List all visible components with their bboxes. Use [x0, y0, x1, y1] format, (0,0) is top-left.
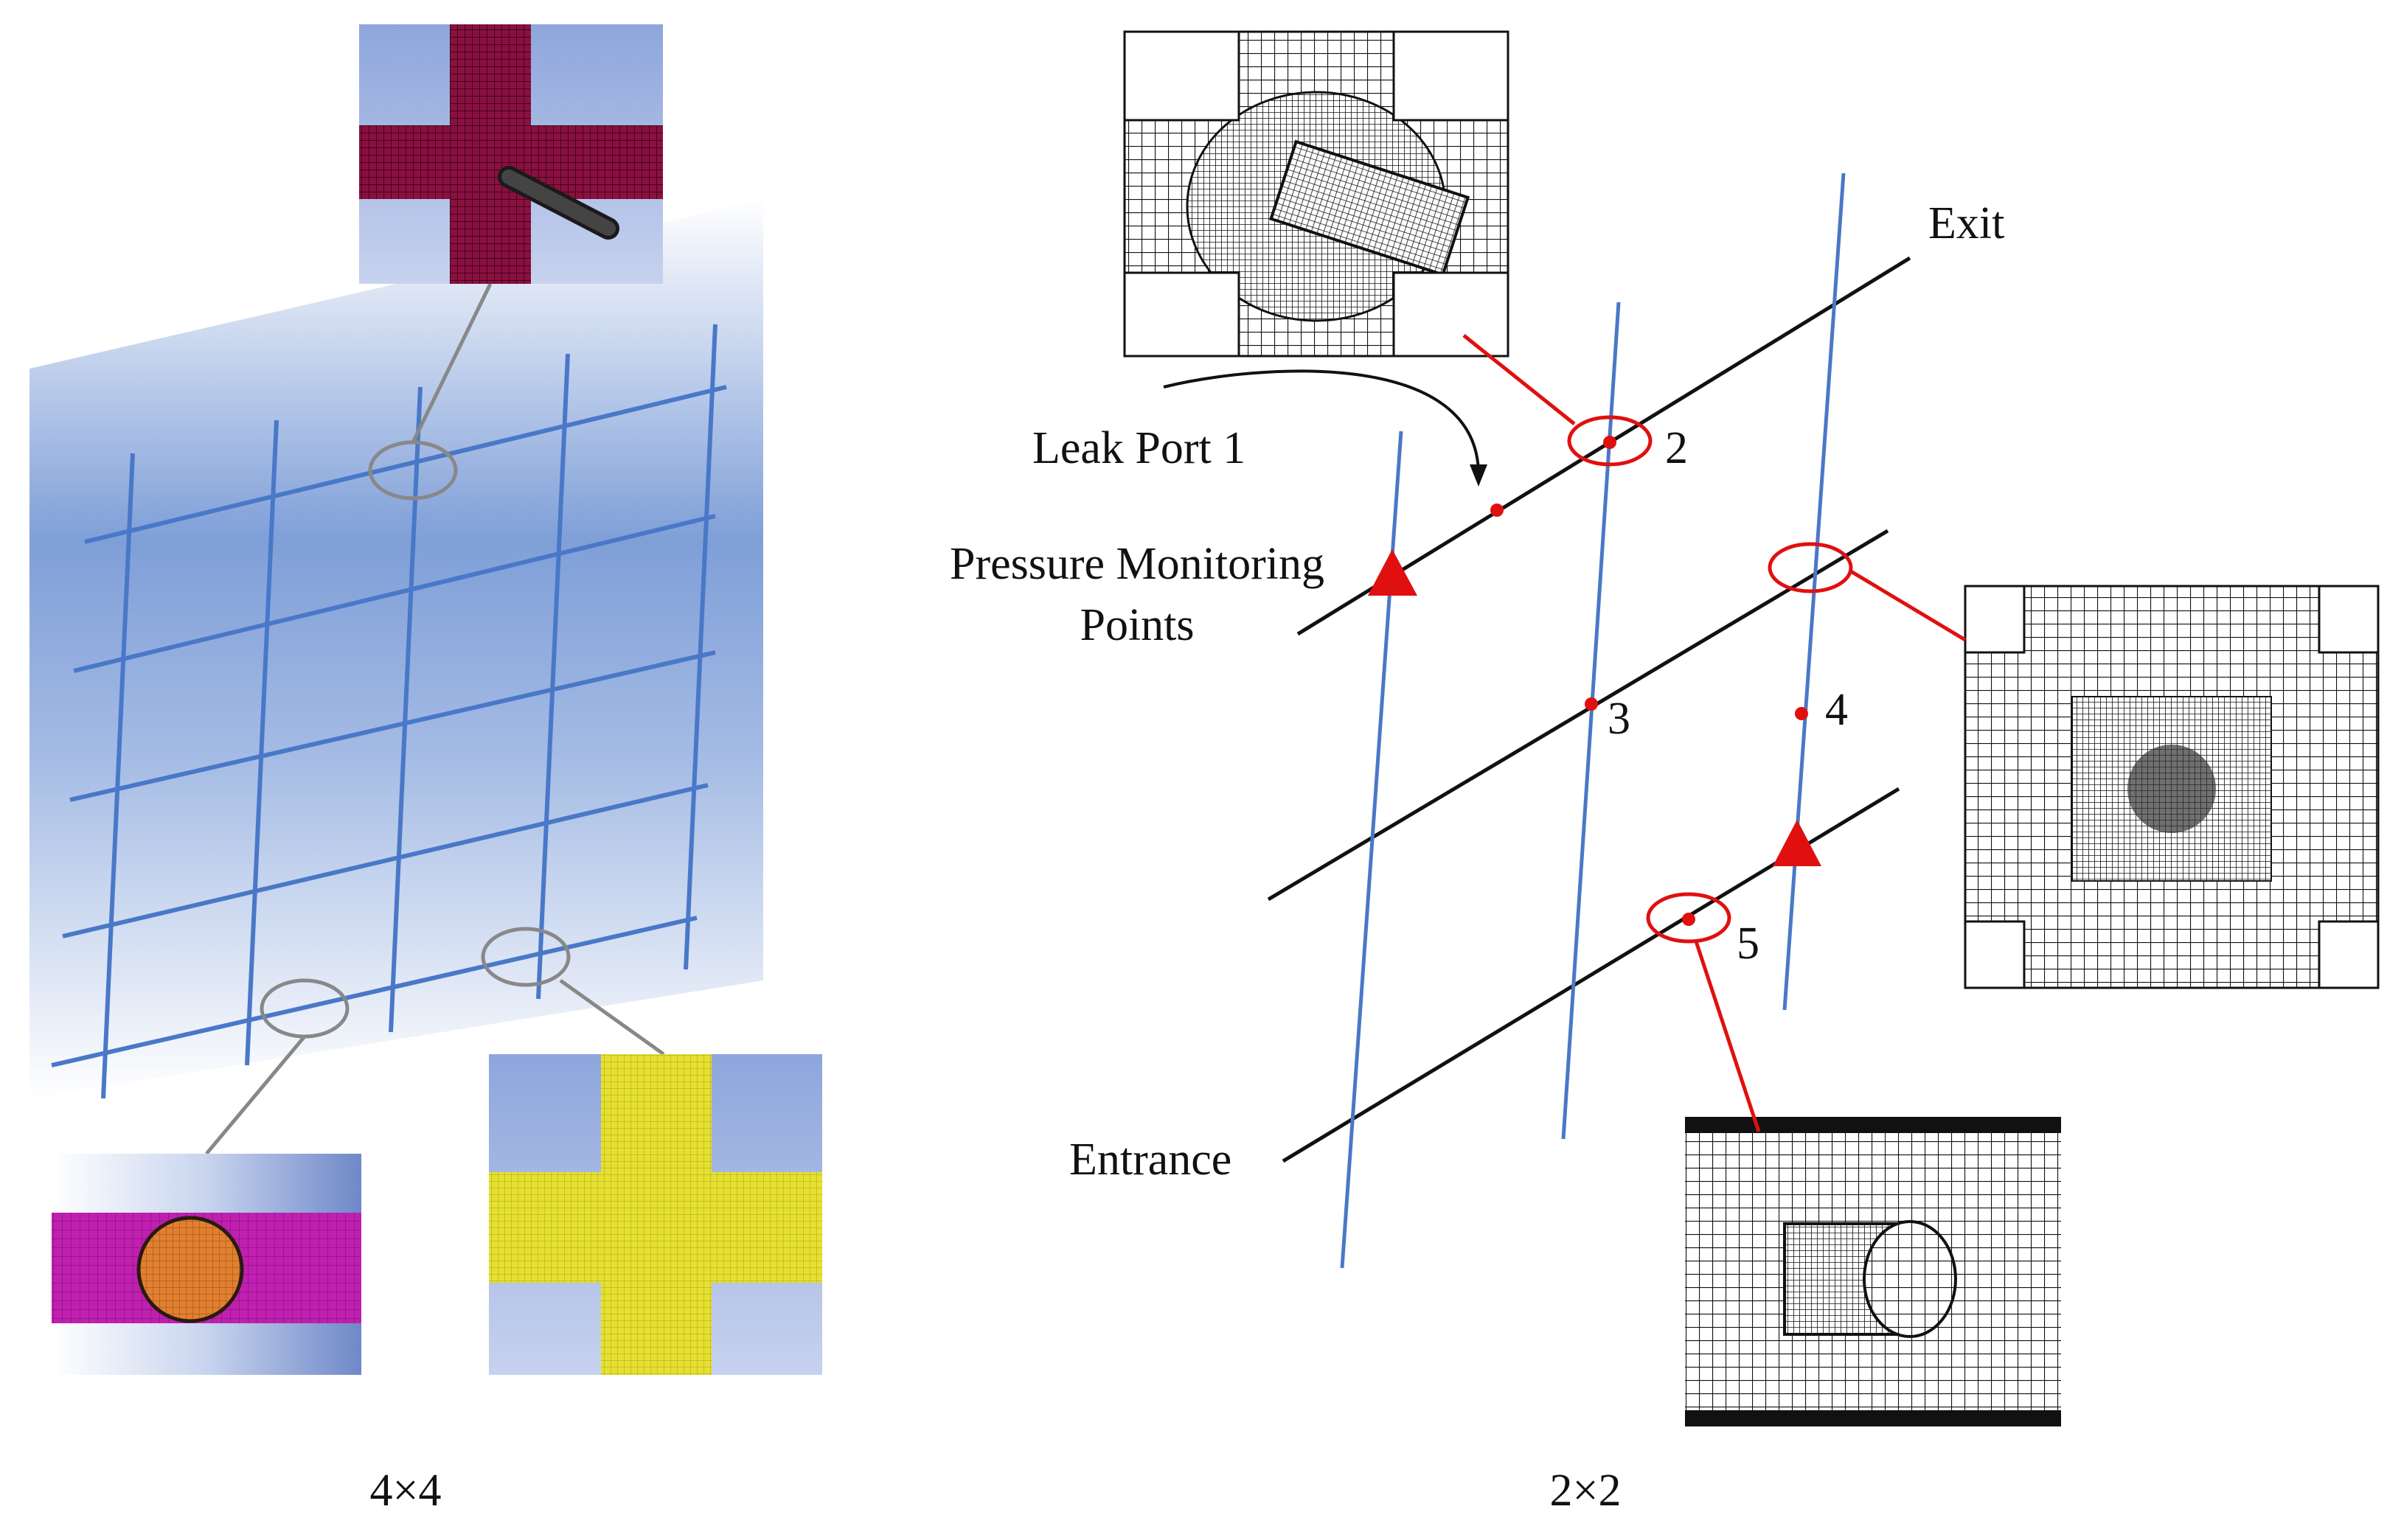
leak-port-arrow — [1163, 369, 1480, 473]
callout-connector-2 — [1462, 334, 1576, 425]
arrow-head — [1470, 464, 1487, 487]
junction-mesh-inset-top — [359, 24, 663, 284]
point-2-label: 2 — [1665, 423, 1688, 473]
vertical-pipe — [684, 324, 717, 970]
vertical-pipe — [536, 353, 570, 1000]
left-callouts — [205, 282, 665, 1155]
horizontal-pipe — [84, 385, 727, 544]
pressure-monitoring-markers — [1368, 549, 1821, 866]
point-4-label: 4 — [1825, 685, 1848, 735]
pressure-marker — [1773, 820, 1821, 866]
gradient-background — [29, 199, 763, 1098]
right-caption: 2×2 — [1550, 1466, 1622, 1516]
pipe-section-mesh-inset — [52, 1154, 361, 1375]
leak-port-1-point — [1490, 504, 1504, 517]
callout-connector-junction — [1849, 569, 1967, 642]
pressure-marker — [1368, 549, 1417, 596]
callout-connector — [411, 282, 493, 444]
callout-circle-2 — [1567, 415, 1653, 467]
point-2 — [1603, 436, 1616, 449]
leak-port-mesh-inset-bottom — [1685, 1117, 2061, 1426]
point-5 — [1682, 913, 1695, 926]
leak-port-mesh-inset-top — [1123, 30, 1509, 358]
point-3-label: 3 — [1608, 694, 1630, 744]
left-grid-pipes — [51, 324, 727, 1099]
leak-points — [1490, 436, 1808, 926]
entrance-label: Entrance — [1069, 1135, 1231, 1185]
callout-circle-junction — [1768, 542, 1853, 593]
junction-mesh-inset-right — [1964, 585, 2380, 989]
left-caption: 4×4 — [370, 1466, 442, 1516]
right-red-callouts — [1462, 334, 1967, 1132]
horizontal-pipe — [73, 514, 716, 673]
right-network-panel: Exit Leak Port 1 Pressure Monitoring Poi… — [950, 30, 2380, 1516]
junction-mesh-inset-yellow — [489, 1054, 822, 1375]
point-3 — [1585, 697, 1598, 711]
leak-port-label: Leak Port 1 — [1032, 423, 1245, 473]
vertical-pipe — [101, 453, 135, 1099]
exit-label: Exit — [1928, 198, 2004, 248]
callout-circle — [481, 927, 571, 987]
callout-connector — [559, 978, 665, 1056]
callout-connector-5 — [1694, 941, 1761, 1132]
vertical-pipe — [389, 386, 423, 1033]
pressure-monitoring-label: Pressure Monitoring — [950, 539, 1324, 589]
pressure-monitoring-label-line2: Points — [1080, 600, 1194, 650]
point-4 — [1795, 707, 1808, 720]
horizontal-pipe — [69, 650, 716, 802]
callout-circle-5 — [1646, 892, 1731, 944]
horizontal-pipe — [62, 783, 709, 938]
callout-connector — [205, 1035, 306, 1155]
point-5-label: 5 — [1737, 919, 1759, 969]
horizontal-pipe — [51, 916, 698, 1067]
vertical-pipe — [245, 419, 279, 1066]
left-network-panel: 4×4 — [29, 24, 822, 1516]
